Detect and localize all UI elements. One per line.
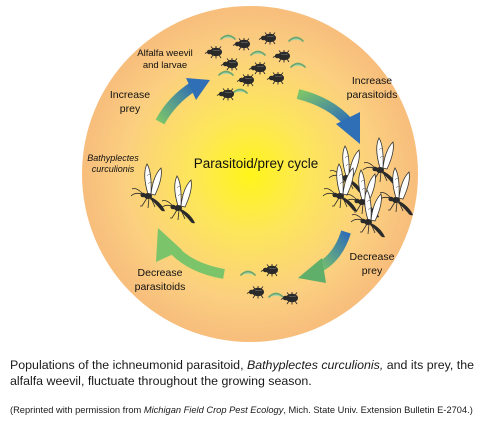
figure-credit: (Reprinted with permission from Michigan… xyxy=(10,404,498,416)
caption-species: Bathyplectes curculionis, xyxy=(246,358,384,372)
credit-part1: (Reprinted with permission from xyxy=(10,405,144,415)
label-decrease-parasitoids-line2: parasitoids xyxy=(135,281,186,293)
arrow-decrease-parasitoids xyxy=(156,228,225,279)
arrow-increase-parasitoids xyxy=(296,89,360,144)
label-decrease-prey-line1: Decrease xyxy=(350,251,395,263)
label-decrease-parasitoids-line1: Decrease xyxy=(138,267,183,279)
caption-part2: and its prey, the alfalfa weevil, fluctu… xyxy=(10,358,475,388)
label-species-line1: Bathyplectes xyxy=(87,153,139,163)
label-increase-parasitoids-line2: parasitoids xyxy=(347,89,398,101)
label-weevil-line2: and larvae xyxy=(143,60,187,71)
label-species-line2: curculionis xyxy=(92,164,135,174)
label-increase-prey-line1: Increase xyxy=(110,89,150,101)
parasitoid-prey-cycle-diagram: Parasitoid/prey cycle Alfalfa weevil and… xyxy=(82,6,418,342)
center-label: Parasitoid/prey cycle xyxy=(194,156,319,171)
credit-source-title: Michigan Field Crop Pest Ecology xyxy=(143,405,284,415)
label-increase-prey-line2: prey xyxy=(120,103,141,115)
label-decrease-prey-line2: prey xyxy=(362,265,383,277)
credit-part2: , Mich. State Univ. Extension Bulletin E… xyxy=(283,405,473,415)
figure-caption: Populations of the ichneumonid parasitoi… xyxy=(10,357,494,389)
label-weevil-line1: Alfalfa weevil xyxy=(137,48,192,59)
caption-part1: Populations of the ichneumonid parasitoi… xyxy=(10,358,247,372)
arrow-increase-prey xyxy=(155,78,210,125)
label-increase-parasitoids-line1: Increase xyxy=(352,75,392,87)
arrow-decrease-prey xyxy=(298,230,351,283)
